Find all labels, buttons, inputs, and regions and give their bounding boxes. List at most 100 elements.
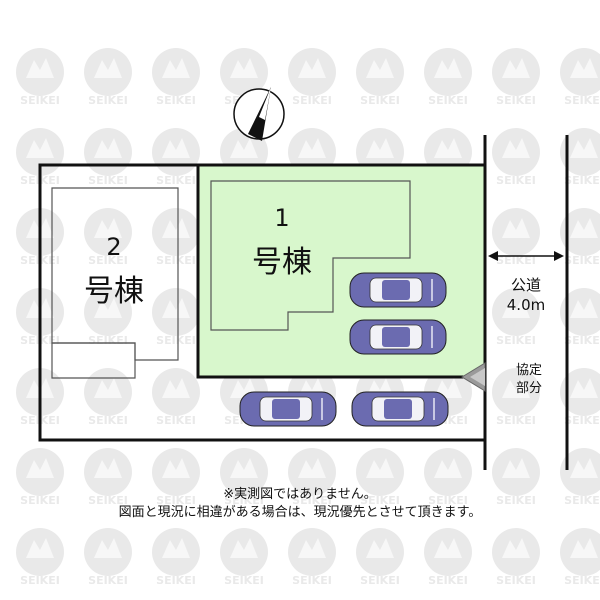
svg-text:SEIKEI: SEIKEI: [156, 174, 196, 187]
svg-text:SEIKEI: SEIKEI: [20, 494, 60, 507]
svg-text:SEIKEI: SEIKEI: [156, 414, 196, 427]
svg-text:SEIKEI: SEIKEI: [292, 574, 332, 587]
watermark-logo: SEIKEI: [560, 288, 600, 347]
car-icon: [349, 319, 447, 355]
dimension-arrow-left-icon: [488, 251, 498, 261]
svg-text:SEIKEI: SEIKEI: [20, 574, 60, 587]
svg-text:SEIKEI: SEIKEI: [428, 494, 468, 507]
watermark-logo: SEIKEI: [492, 528, 540, 587]
svg-text:SEIKEI: SEIKEI: [496, 574, 536, 587]
watermark-logo: SEIKEI: [492, 48, 540, 107]
svg-text:SEIKEI: SEIKEI: [224, 574, 264, 587]
watermark-logo: SEIKEI: [84, 368, 132, 427]
svg-text:SEIKEI: SEIKEI: [88, 414, 128, 427]
watermark-logo: SEIKEI: [492, 128, 540, 187]
watermark-logo: SEIKEI: [288, 48, 336, 107]
svg-text:SEIKEI: SEIKEI: [88, 174, 128, 187]
watermark-logo: SEIKEI: [356, 528, 404, 587]
shared-area-label-2: 部分: [516, 381, 542, 396]
svg-text:SEIKEI: SEIKEI: [88, 254, 128, 267]
building-1-label: 号棟: [252, 245, 312, 280]
svg-text:SEIKEI: SEIKEI: [496, 254, 536, 267]
building-1-footprint: [210, 180, 411, 331]
watermark-logo: SEIKEI: [560, 528, 600, 587]
svg-text:SEIKEI: SEIKEI: [360, 94, 400, 107]
watermark-logo: SEIKEI: [152, 368, 200, 427]
car-icon: [239, 391, 337, 427]
svg-text:SEIKEI: SEIKEI: [428, 94, 468, 107]
watermark-logo: SEIKEI: [84, 208, 132, 267]
svg-text:SEIKEI: SEIKEI: [496, 174, 536, 187]
watermark-logo: SEIKEI: [424, 48, 472, 107]
svg-text:SEIKEI: SEIKEI: [20, 94, 60, 107]
shared-area-marker-inner: [470, 368, 485, 386]
car-icon: [349, 272, 447, 308]
car-icon: [351, 391, 449, 427]
watermark-logo: SEIKEI: [84, 288, 132, 347]
parking-spaces: [239, 272, 449, 427]
svg-text:SEIKEI: SEIKEI: [156, 494, 196, 507]
svg-text:SEIKEI: SEIKEI: [88, 494, 128, 507]
watermark-logo: SEIKEI: [492, 368, 540, 427]
dimension-arrow-right-icon: [554, 251, 564, 261]
watermark-logo: SEIKEI: [356, 448, 404, 507]
watermark-logo: SEIKEI: [560, 208, 600, 267]
svg-text:SEIKEI: SEIKEI: [564, 574, 600, 587]
lot-divider: [196, 165, 485, 379]
watermark-logo: SEIKEI: [152, 48, 200, 107]
watermark-logo: SEIKEI: [492, 288, 540, 347]
watermark-logo: SEIKEI: [560, 368, 600, 427]
building-2-annex: [51, 342, 136, 379]
svg-text:SEIKEI: SEIKEI: [428, 574, 468, 587]
svg-text:SEIKEI: SEIKEI: [156, 94, 196, 107]
watermark-logo: SEIKEI: [560, 48, 600, 107]
svg-text:SEIKEI: SEIKEI: [564, 334, 600, 347]
building-2-number: 2: [106, 233, 121, 261]
svg-text:SEIKEI: SEIKEI: [564, 254, 600, 267]
watermark-logo: SEIKEI: [288, 448, 336, 507]
watermark-logo: SEIKEI: [560, 128, 600, 187]
disclaimer-line-1: ※実測図ではありません。: [223, 487, 377, 502]
watermark-logo: SEIKEI: [492, 208, 540, 267]
watermark-logo: SEIKEI: [220, 448, 268, 507]
svg-text:SEIKEI: SEIKEI: [360, 494, 400, 507]
disclaimer-line-2: 図面と現況に相違がある場合は、現況優先とさせて頂きます。: [118, 505, 482, 520]
watermark-logo: SEIKEI: [492, 448, 540, 507]
svg-text:SEIKEI: SEIKEI: [88, 334, 128, 347]
watermark-logo: SEIKEI: [152, 208, 200, 267]
watermark-logo: SEIKEI: [16, 48, 64, 107]
watermark-logo: SEIKEI: [220, 528, 268, 587]
svg-text:SEIKEI: SEIKEI: [564, 94, 600, 107]
watermark-logo: SEIKEI: [560, 448, 600, 507]
watermark-logo: SEIKEI: [356, 48, 404, 107]
watermark-logo: SEIKEI: [16, 528, 64, 587]
svg-text:SEIKEI: SEIKEI: [156, 334, 196, 347]
svg-text:SEIKEI: SEIKEI: [496, 334, 536, 347]
svg-text:SEIKEI: SEIKEI: [564, 494, 600, 507]
watermark-logo: SEIKEI: [288, 528, 336, 587]
north-arrow-icon: [233, 87, 285, 141]
watermark-logo: SEIKEI: [152, 448, 200, 507]
watermark-logo: SEIKEI: [220, 48, 268, 107]
svg-text:SEIKEI: SEIKEI: [360, 574, 400, 587]
svg-text:SEIKEI: SEIKEI: [88, 574, 128, 587]
watermark-logo: SEIKEI: [424, 528, 472, 587]
road-label: 公道: [511, 276, 541, 294]
svg-text:SEIKEI: SEIKEI: [292, 494, 332, 507]
building-2-label: 号棟: [84, 274, 144, 309]
svg-text:SEIKEI: SEIKEI: [156, 574, 196, 587]
svg-text:SEIKEI: SEIKEI: [156, 254, 196, 267]
watermark-logo: SEIKEI: [152, 288, 200, 347]
svg-text:SEIKEI: SEIKEI: [224, 494, 264, 507]
svg-text:SEIKEI: SEIKEI: [564, 414, 600, 427]
watermark-logo: SEIKEI: [16, 448, 64, 507]
watermark-logo: SEIKEI: [84, 128, 132, 187]
watermark-logo: SEIKEI: [424, 448, 472, 507]
svg-text:SEIKEI: SEIKEI: [496, 94, 536, 107]
svg-text:SEIKEI: SEIKEI: [496, 494, 536, 507]
svg-text:SEIKEI: SEIKEI: [496, 414, 536, 427]
road-width: 4.0m: [507, 296, 545, 314]
building-1-number: 1: [274, 204, 289, 232]
svg-text:SEIKEI: SEIKEI: [88, 94, 128, 107]
